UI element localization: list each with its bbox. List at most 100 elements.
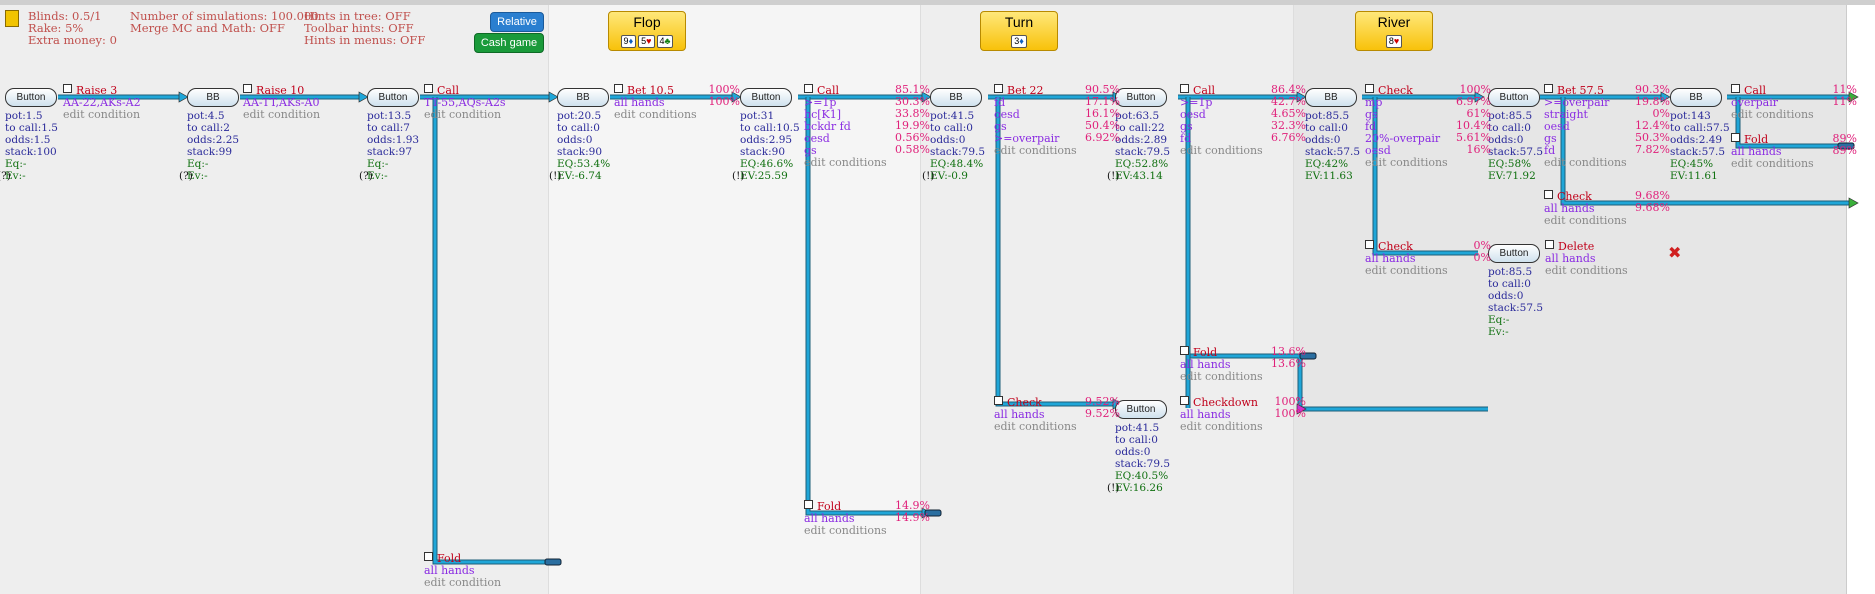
node-bb[interactable]: BB <box>1670 88 1722 107</box>
hint-icon[interactable]: (!) <box>1107 482 1120 494</box>
range-condition[interactable]: oesd <box>1180 108 1206 121</box>
cash-game-button[interactable]: Cash game <box>474 33 544 53</box>
edit-condition-link[interactable]: edit conditions <box>804 156 887 169</box>
range-condition[interactable]: gs <box>1180 120 1193 133</box>
range-condition[interactable]: all hands <box>1365 252 1416 265</box>
action-name[interactable]: Delete <box>1545 240 1628 253</box>
range-condition[interactable]: gs <box>804 144 817 157</box>
range-condition[interactable]: mp <box>1365 96 1383 109</box>
edit-condition-link[interactable]: edit conditions <box>994 144 1077 157</box>
action-name[interactable]: Raise 10 <box>243 84 320 97</box>
action-name[interactable]: Call <box>424 84 506 97</box>
node-button[interactable]: Button <box>740 88 792 107</box>
node-button[interactable]: Button <box>1115 88 1167 107</box>
hint-icon[interactable]: (!) <box>549 170 562 182</box>
edit-condition-link[interactable]: edit conditions <box>1731 108 1814 121</box>
range-condition[interactable]: all hands <box>424 564 475 577</box>
document-icon[interactable] <box>5 10 19 27</box>
range-condition[interactable]: straight <box>1544 108 1588 121</box>
range-condition[interactable]: fd <box>1544 144 1556 157</box>
action-name[interactable]: Checkdown <box>1180 396 1263 409</box>
edit-condition-link[interactable]: edit conditions <box>1180 144 1263 157</box>
edit-condition-link[interactable]: edit conditions <box>1365 156 1448 169</box>
range-condition[interactable]: gs <box>994 120 1007 133</box>
action-name[interactable]: Check <box>1365 84 1448 97</box>
edit-condition-link[interactable]: edit condition <box>243 108 321 121</box>
range-condition[interactable]: AA-TT,AKs-A0 <box>243 96 320 109</box>
range-condition[interactable]: >=overpair <box>1544 96 1610 109</box>
edit-condition-link[interactable]: edit conditions <box>1180 420 1263 433</box>
edit-condition-link[interactable]: edit conditions <box>614 108 697 121</box>
edit-condition-link[interactable]: edit conditions <box>1731 157 1814 170</box>
range-condition[interactable]: all hands <box>994 408 1045 421</box>
hint-icon[interactable]: (?) <box>359 170 373 182</box>
delete-icon[interactable]: ✖ <box>1668 243 1681 262</box>
edit-condition-link[interactable]: edit conditions <box>1180 370 1263 383</box>
action-name[interactable]: Call <box>804 84 887 97</box>
range-condition[interactable]: hc[K1] <box>804 108 842 121</box>
range-condition[interactable]: all hands <box>1180 408 1231 421</box>
range-condition[interactable]: gs <box>1544 132 1557 145</box>
edit-condition-link[interactable]: edit conditions <box>1545 264 1628 277</box>
edit-condition-link[interactable]: edit conditions <box>1544 214 1627 227</box>
action-name[interactable]: Fold <box>1180 346 1263 359</box>
action-name[interactable]: Fold <box>804 500 887 513</box>
range-condition[interactable]: all hands <box>1544 202 1595 215</box>
range-condition[interactable]: oesd <box>1365 144 1391 157</box>
range-condition[interactable]: oesd <box>1544 120 1570 133</box>
range-condition[interactable]: all hands <box>1545 252 1596 265</box>
range-condition[interactable]: >=1p <box>804 96 837 109</box>
node-button[interactable]: Button <box>1115 400 1167 419</box>
edit-condition-link[interactable]: edit condition <box>424 576 502 589</box>
node-button[interactable]: Button <box>5 88 57 107</box>
edit-condition-link[interactable]: edit conditions <box>1544 156 1627 169</box>
range-condition[interactable]: bckdr fd <box>804 120 851 133</box>
node-bb[interactable]: BB <box>1305 88 1357 107</box>
range-condition[interactable]: TT-55,AQs-A2s <box>424 96 506 109</box>
action-name[interactable]: Bet 10.5 <box>614 84 697 97</box>
edit-condition-link[interactable]: edit conditions <box>804 524 887 537</box>
range-condition[interactable]: all hands <box>1731 145 1782 158</box>
range-condition[interactable]: oesd <box>994 108 1020 121</box>
hint-icon[interactable]: (!) <box>922 170 935 182</box>
range-condition[interactable]: gs <box>1365 108 1378 121</box>
relative-button[interactable]: Relative <box>490 12 544 32</box>
range-condition[interactable]: fd <box>1180 132 1192 145</box>
action-name[interactable]: Bet 22 <box>994 84 1077 97</box>
edit-condition-link[interactable]: edit conditions <box>1365 264 1448 277</box>
range-condition[interactable]: oesd <box>804 132 830 145</box>
action-name[interactable]: Call <box>1731 84 1814 97</box>
action-name[interactable]: Fold <box>424 552 501 565</box>
edit-condition-link[interactable]: edit condition <box>63 108 141 121</box>
node-button[interactable]: Button <box>1488 244 1540 263</box>
action-name[interactable]: Call <box>1180 84 1263 97</box>
action-name[interactable]: Fold <box>1731 133 1814 146</box>
node-bb[interactable]: BB <box>557 88 609 107</box>
node-button[interactable]: Button <box>1488 88 1540 107</box>
hint-icon[interactable]: (?) <box>179 170 193 182</box>
hint-icon[interactable]: (?) <box>0 170 11 182</box>
node-bb[interactable]: BB <box>187 88 239 107</box>
range-condition[interactable]: all hands <box>1180 358 1231 371</box>
action-name[interactable]: Check <box>1365 240 1448 253</box>
action-name[interactable]: Check <box>994 396 1077 409</box>
action-name[interactable]: Raise 3 <box>63 84 141 97</box>
